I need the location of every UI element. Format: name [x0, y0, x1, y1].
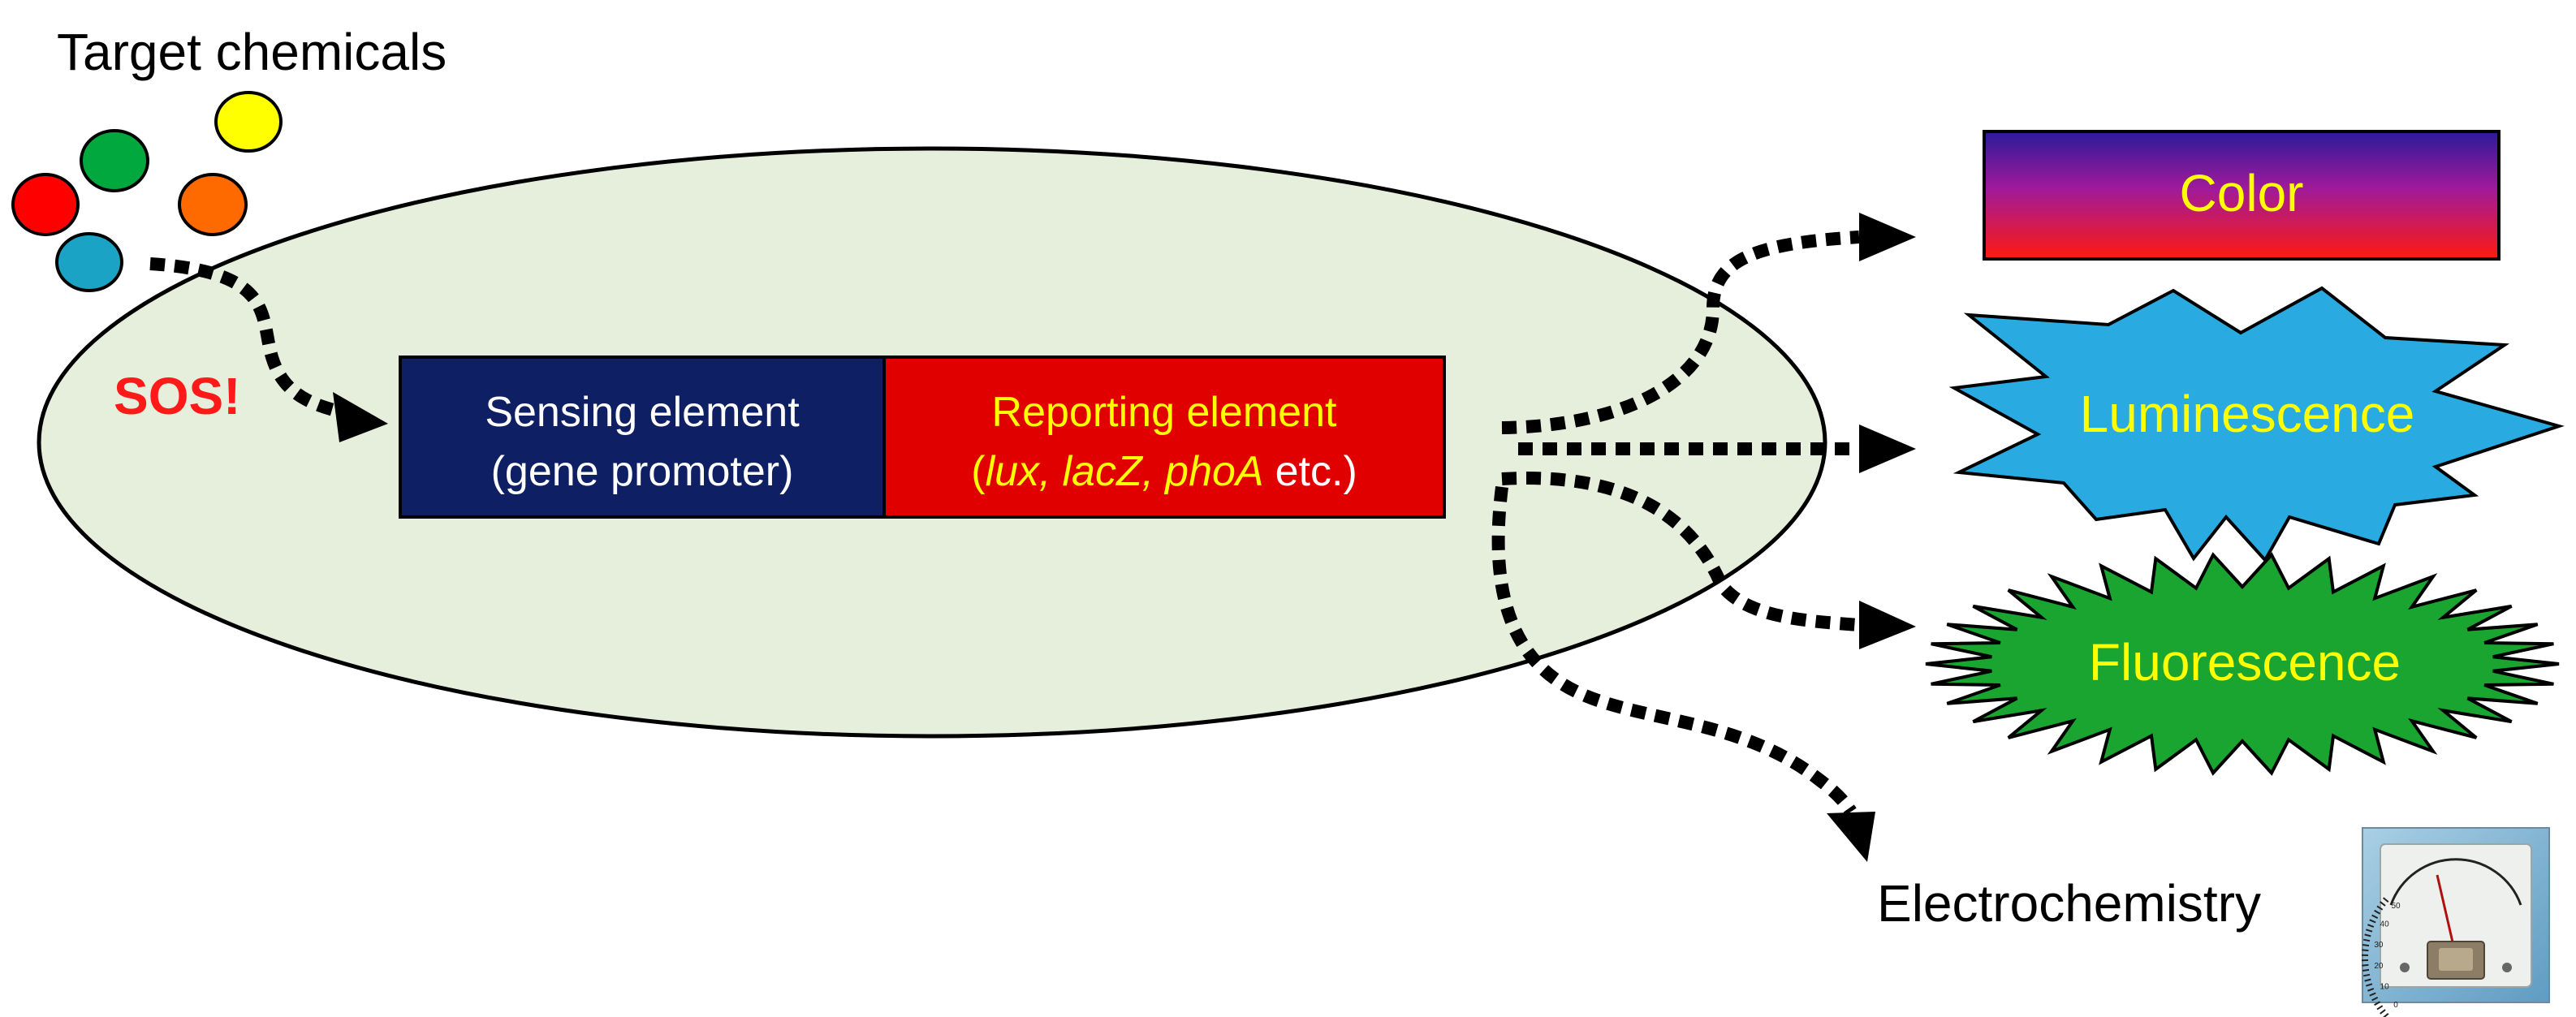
- outbound-arrows: [1491, 213, 1916, 862]
- reporting-element-line2: (lux,lacZ,phoA etc.): [971, 448, 1357, 495]
- meter-tick: [2363, 938, 2371, 942]
- meter-tick: [2374, 1001, 2381, 1006]
- reporting-element-line1: Reporting element: [992, 389, 1337, 436]
- meter-tick: [2371, 997, 2379, 1002]
- target-chemicals-label: Target chemicals: [57, 23, 447, 81]
- luminescence-label: Luminescence: [2080, 385, 2415, 443]
- meter-scale-label: 0: [2393, 1001, 2398, 1010]
- molecule-teal: [55, 232, 123, 292]
- meter-tick: [2380, 901, 2386, 907]
- meter-tick: [2367, 924, 2375, 928]
- arrow-to-color-head: [1859, 213, 1916, 261]
- meter-tick: [2369, 919, 2376, 924]
- meter-tick: [2362, 944, 2370, 947]
- meter-tick: [2376, 905, 2384, 911]
- reporter-open-paren: (: [971, 448, 986, 495]
- arrow-to-fluorescence-head: [1859, 601, 1916, 649]
- meter-tick: [2382, 897, 2389, 903]
- meter-scale-label: 40: [2380, 920, 2390, 929]
- meter-tick: [2366, 983, 2373, 987]
- color-output-label: Color: [2180, 164, 2304, 222]
- sos-label: SOS!: [114, 367, 240, 425]
- reporter-phoa: phoA: [1163, 448, 1263, 495]
- meter-tick: [2376, 1005, 2384, 1011]
- meter-scale-label: 30: [2374, 941, 2384, 950]
- electrochemistry-label: Electrochemistry: [1877, 874, 2261, 933]
- molecule-orange: [178, 173, 248, 236]
- color-output-box: [1983, 130, 2500, 261]
- meter-tick: [2366, 929, 2373, 933]
- meter-tick: [2371, 914, 2379, 919]
- luminescence-burst: [1948, 286, 2565, 563]
- meter-tick: [2363, 973, 2371, 977]
- reporter-lux: lux,: [986, 448, 1051, 495]
- meter-tick: [2362, 963, 2369, 967]
- molecule-red: [11, 173, 80, 236]
- meter-tick: [2362, 968, 2370, 972]
- inbound-arrowhead: [333, 392, 388, 442]
- arrow-to-color-line: [1501, 231, 1860, 434]
- meter-tick: [2367, 988, 2375, 992]
- molecule-green: [80, 129, 149, 192]
- meter-tick: [2383, 1013, 2389, 1017]
- meter-tick: [2364, 978, 2371, 982]
- arrow-to-electrochemistry-head: [1827, 812, 1875, 862]
- reporter-etc: etc.): [1275, 448, 1357, 495]
- meter-scale-label: 50: [2391, 902, 2401, 911]
- molecule-yellow: [214, 91, 283, 153]
- target-molecules: [11, 91, 283, 292]
- meter-tick: [2369, 992, 2376, 997]
- reporter-lacz: lacZ,: [1062, 448, 1154, 495]
- arrow-to-fluorescence-line: [1501, 472, 1860, 631]
- meter-tick: [2364, 933, 2371, 937]
- meter-scale-label: 20: [2374, 962, 2384, 971]
- sensing-element-line2: (gene promoter): [491, 448, 794, 495]
- meter-scale-label: 10: [2380, 983, 2390, 992]
- sensing-element-line1: Sensing element: [485, 389, 800, 436]
- fluorescence-burst: [1925, 552, 2560, 776]
- meter-tick: [2374, 909, 2381, 915]
- arrow-to-luminescence-head: [1859, 424, 1916, 473]
- reporting-element-box: [882, 356, 1446, 519]
- meter-tick: [2380, 1009, 2386, 1015]
- inbound-arrow-line: [149, 257, 351, 420]
- arrow-to-electrochemistry-line: [1491, 486, 1857, 816]
- fluorescence-label: Fluorescence: [2089, 633, 2401, 692]
